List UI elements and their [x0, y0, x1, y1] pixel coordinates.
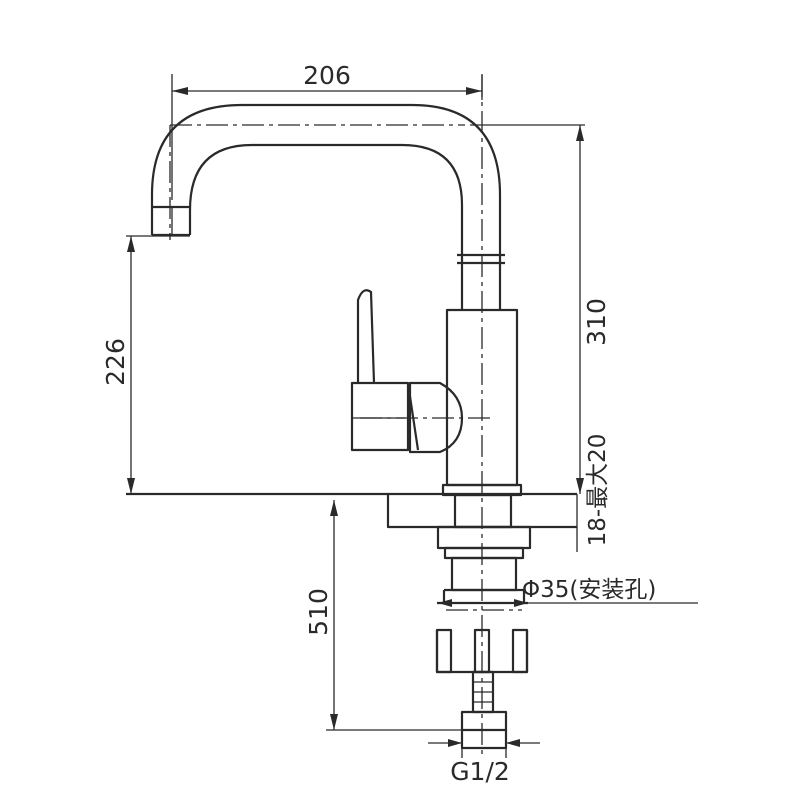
dim-spout-height-label: 226	[101, 338, 130, 386]
dim-mount-hole: Φ35(安装孔)	[438, 577, 698, 607]
dim-mount-hole-label: Φ35(安装孔)	[522, 577, 656, 603]
dim-deck-thickness-label: 18-最大20	[585, 434, 611, 547]
mounting-shank	[436, 493, 532, 605]
dim-deck-thickness: 18-最大20	[585, 434, 611, 547]
dim-width-label: 206	[303, 61, 351, 90]
dim-total-height-label: 310	[582, 298, 611, 346]
dim-width: 206	[171, 61, 483, 200]
dim-thread-label: G1/2	[450, 757, 510, 786]
dim-hose-length: 510	[304, 500, 462, 731]
dim-thread: G1/2	[428, 739, 540, 786]
dim-hose-length-label: 510	[304, 588, 333, 636]
lever-handle	[350, 289, 464, 454]
dim-spout-height: 226	[101, 235, 190, 494]
hose-fitting	[460, 670, 508, 750]
dim-total-height: 310	[470, 124, 611, 494]
center-lines	[169, 75, 522, 755]
deck	[126, 492, 578, 552]
spout	[150, 103, 505, 310]
